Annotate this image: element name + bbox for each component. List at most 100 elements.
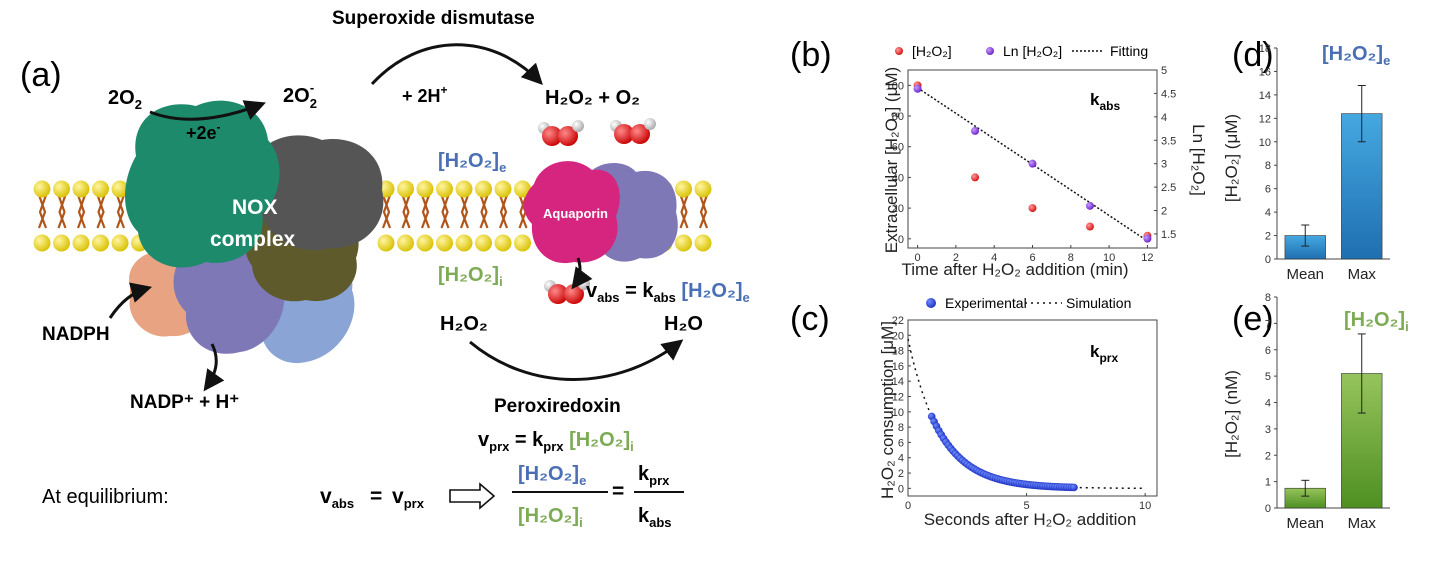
vprx-equation: vprx = kprx [H₂O₂]i xyxy=(478,429,634,454)
arrow-nadp xyxy=(203,343,225,392)
equilibrium-text: At equilibrium: xyxy=(42,486,169,508)
y-tick-label: 2 xyxy=(1265,450,1271,462)
prx-title: Peroxiredoxin xyxy=(494,396,621,417)
arrow-prx xyxy=(469,339,684,381)
panel-b-ylabel: Extracellular [H₂O₂] (μM) xyxy=(882,67,901,253)
panel-a: (a) 2O2 +2e- 2O2- Superoxide dismutase +… xyxy=(20,8,750,530)
y-tick-label: 3 xyxy=(1265,424,1271,436)
panel-e-letter: (e) xyxy=(1232,300,1274,338)
lipid-head xyxy=(494,234,512,252)
lipid-tail xyxy=(459,194,469,229)
lipid-tail xyxy=(460,194,470,229)
x-tick-label: 5 xyxy=(1024,500,1030,512)
ln-h2o2-point xyxy=(1143,234,1152,243)
y-tick-label: 10 xyxy=(1259,137,1271,149)
y-tick-label: 40 xyxy=(892,172,904,184)
lipid-head xyxy=(111,234,129,252)
h2o2-point xyxy=(1028,204,1037,213)
nadph-label: NADPH xyxy=(42,324,110,345)
lipid-head xyxy=(92,234,109,252)
arrow-nadph xyxy=(108,282,153,319)
x-tick-label: 10 xyxy=(1103,252,1115,264)
y-right-tick-label: 4.5 xyxy=(1161,88,1176,100)
lipid-head xyxy=(514,234,531,252)
y-right-tick-label: 3.5 xyxy=(1161,135,1176,147)
lipid-tail xyxy=(115,194,125,229)
y-tick-label: 12 xyxy=(1259,113,1271,125)
lipid-head xyxy=(92,180,109,198)
y-tick-label: 4 xyxy=(1265,398,1271,410)
lipid-head xyxy=(436,234,453,252)
lipid-tail xyxy=(76,194,86,229)
y-tick-label: 18 xyxy=(1259,43,1271,55)
lipid-head xyxy=(416,180,434,198)
y-tick-label: 80 xyxy=(892,111,904,123)
lipid-tail xyxy=(116,194,126,229)
lipid-head xyxy=(455,180,473,198)
lipid-head xyxy=(33,180,51,198)
y-tick-label: 7 xyxy=(1265,318,1271,330)
lipid-tail xyxy=(679,194,688,229)
panel-e-title: [H₂O₂]i xyxy=(1344,309,1409,334)
ratio-kabs: kabs xyxy=(638,505,672,530)
panel-d-ylabel: [H₂O₂] (μM) xyxy=(1222,114,1241,202)
y-tick-label: 14 xyxy=(1259,90,1271,102)
lipid-tail xyxy=(680,194,689,229)
panel-a-letter: (a) xyxy=(20,56,62,94)
ln-h2o2-point xyxy=(971,126,980,135)
lipid-tail xyxy=(96,194,105,229)
lipid-head xyxy=(53,180,70,198)
lipid-head xyxy=(416,234,434,252)
arrow-aquaporin-down xyxy=(571,257,593,290)
oxygen-atom xyxy=(614,124,634,144)
aquaporin-protein xyxy=(523,161,678,264)
ratio-numerator: [H₂O₂]e xyxy=(518,463,586,488)
protein-gray xyxy=(245,135,384,251)
h2o2-point xyxy=(1085,222,1094,231)
y-tick-label: 20 xyxy=(892,330,904,342)
panel-b-letter: (b) xyxy=(790,36,832,74)
y-tick-label: 18 xyxy=(892,346,904,358)
hydrogen-atom xyxy=(572,120,584,132)
y-tick-label: 8 xyxy=(898,422,904,434)
lipid-head xyxy=(53,234,70,252)
protons-label: + 2H+ xyxy=(402,83,448,106)
y-tick-label: 0 xyxy=(1265,503,1271,515)
nadp-label: NADP⁺ + H⁺ xyxy=(130,392,239,413)
y-tick-label: 6 xyxy=(1265,345,1271,357)
panel-c-xlabel: Seconds after H₂O₂ addition xyxy=(924,510,1137,529)
y-tick-label: 22 xyxy=(892,315,904,327)
x-tick-label: 8 xyxy=(1068,252,1074,264)
products-label: H₂O₂ + O₂ xyxy=(545,87,640,109)
h2o2-reactant: H₂O₂ xyxy=(440,313,488,335)
y-tick-label: 2 xyxy=(898,468,904,480)
y-tick-label: 60 xyxy=(892,142,904,154)
lipid-tail xyxy=(698,194,708,229)
membrane-right xyxy=(377,180,712,252)
legend-experimental: Experimental xyxy=(945,295,1027,311)
lipid-head xyxy=(694,180,712,198)
lipid-tail xyxy=(498,194,508,229)
oxygen-atom xyxy=(630,124,650,144)
legend-marker-h2o2 xyxy=(895,47,903,55)
lipid-tail xyxy=(420,194,430,229)
y-tick-label: 16 xyxy=(1259,66,1271,78)
lipid-tail xyxy=(440,194,449,229)
y-tick-label: 10 xyxy=(892,407,904,419)
lipid-tail xyxy=(57,194,66,229)
y-tick-label: 0 xyxy=(898,234,904,246)
lipid-head xyxy=(72,180,90,198)
lipid-tail xyxy=(402,194,411,229)
x-tick-label: 4 xyxy=(991,252,997,264)
vabs-equation: vabs = kabs [H₂O₂]e xyxy=(586,280,750,305)
lipid-head xyxy=(694,234,712,252)
lipid-head xyxy=(675,234,692,252)
lipid-head xyxy=(514,180,531,198)
y-tick-label: 4 xyxy=(1265,207,1271,219)
